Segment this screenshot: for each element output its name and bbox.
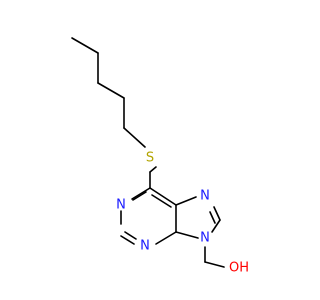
molecule-structure: S N N N N OH — [71, 37, 249, 276]
bond-c3-c4 — [97, 82, 125, 99]
bond-c5-n7 — [175, 196, 197, 206]
bond-c6-n1 — [131, 187, 151, 200]
atom-label-n1: N — [116, 198, 126, 213]
atom-label-n7: N — [200, 189, 210, 204]
bond-s-c6ring — [149, 166, 157, 173]
bond-c5-c6 — [123, 127, 146, 148]
hexyl-chain — [71, 37, 146, 148]
bond-n9-c4 — [175, 231, 199, 239]
bond-c1-c2 — [71, 37, 99, 54]
bond-c2-n3-double — [124, 231, 137, 240]
imidazole-ring — [175, 196, 221, 239]
bond-n3-c4 — [155, 231, 177, 245]
bond-c8-n9 — [211, 219, 221, 233]
atom-label-sulfur: S — [146, 151, 154, 166]
bond-n7-c8-double — [209, 211, 216, 224]
atom-label-n9: N — [200, 231, 210, 246]
atom-label-n3: N — [140, 239, 150, 254]
bond-n7-c8 — [213, 206, 221, 221]
bond-ch2-o — [204, 261, 225, 268]
bond-c5-c6-double — [151, 194, 172, 208]
bond-c2-n3 — [120, 235, 135, 245]
atom-label-hydroxyl: OH — [229, 261, 249, 276]
bond-c5-c6 — [149, 187, 177, 206]
pyrimidine-ring — [120, 187, 177, 245]
bond-c6-n1-double — [132, 191, 147, 201]
